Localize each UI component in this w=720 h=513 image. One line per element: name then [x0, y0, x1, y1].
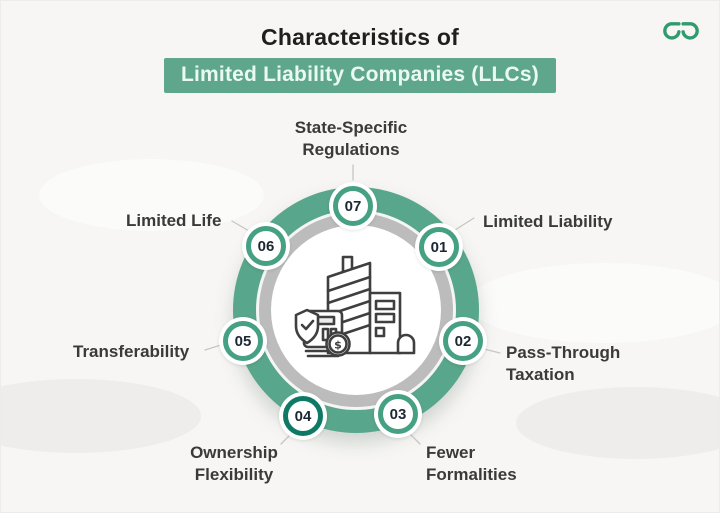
building-shield-calculator-coin-illustration: $ [294, 255, 416, 358]
label-pass-through-taxation: Pass-Through Taxation [506, 343, 621, 384]
node-03: 03 [374, 390, 422, 438]
svg-text:$: $ [334, 339, 342, 352]
label-fewer-formalities: Fewer Formalities [426, 443, 517, 484]
node-02-number: 02 [443, 321, 483, 361]
node-01: 01 [415, 223, 463, 271]
node-05: 05 [219, 317, 267, 365]
node-06-number: 06 [246, 226, 286, 266]
background-shape [516, 387, 719, 459]
label-limited-life: Limited Life [126, 211, 222, 230]
background-shape [1, 379, 201, 453]
node-06: 06 [242, 222, 290, 270]
background-shape [469, 263, 719, 343]
node-03-number: 03 [378, 394, 418, 434]
label-ownership-flexibility: Ownership Flexibility [190, 443, 278, 484]
node-01-number: 01 [419, 227, 459, 267]
geeksforgeeks-logo-icon [661, 15, 701, 46]
title-banner: Limited Liability Companies (LLCs) [164, 58, 556, 93]
node-04: 04 [279, 392, 327, 440]
node-02: 02 [439, 317, 487, 365]
label-transferability: Transferability [73, 342, 190, 361]
node-04-number: 04 [283, 396, 323, 436]
node-07: 07 [329, 182, 377, 230]
label-state-specific-regulations: State-Specific Regulations [294, 118, 408, 159]
label-limited-liability: Limited Liability [483, 212, 613, 231]
page-title: Characteristics of [261, 24, 459, 50]
background-shape [39, 159, 264, 231]
node-07-number: 07 [333, 186, 373, 226]
node-05-number: 05 [223, 321, 263, 361]
